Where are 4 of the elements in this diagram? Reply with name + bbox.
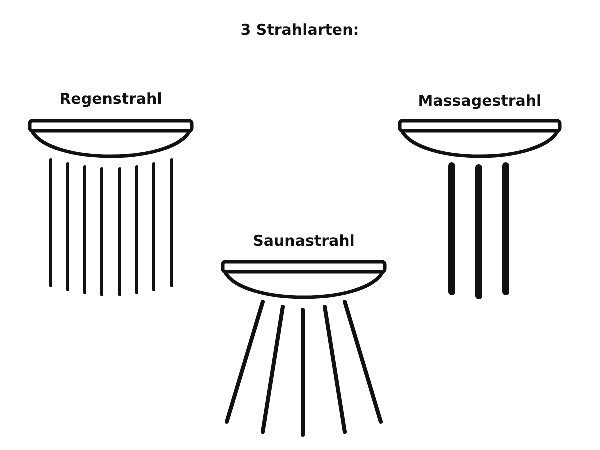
title: 3 Strahlarten: — [240, 21, 360, 39]
spray-type-label: Regenstrahl — [60, 90, 162, 108]
spray-type-label: Saunastrahl — [253, 232, 355, 250]
spray-type-label: Massagestrahl — [418, 92, 542, 110]
